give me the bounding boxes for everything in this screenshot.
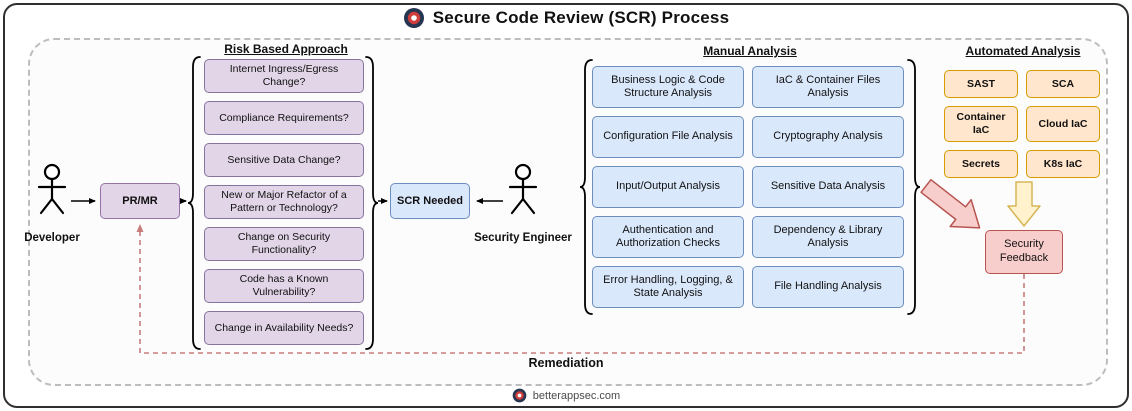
risk-item: Compliance Requirements? xyxy=(204,101,364,135)
betterappsec-logo-icon xyxy=(512,388,527,403)
security-engineer-label: Security Engineer xyxy=(474,232,572,244)
scr-needed-node: SCR Needed xyxy=(390,183,470,219)
risk-item: Change on Security Functionality? xyxy=(204,227,364,261)
betterappsec-logo-icon xyxy=(403,7,425,29)
risk-checklist: Internet Ingress/Egress Change? Complian… xyxy=(204,59,364,345)
automated-item: Container IaC xyxy=(944,106,1018,142)
diagram-border xyxy=(3,3,1129,408)
risk-item: Internet Ingress/Egress Change? xyxy=(204,59,364,93)
automated-section-title: Automated Analysis xyxy=(965,44,1081,58)
footer-site-text: betterappsec.com xyxy=(532,389,621,402)
footer: betterappsec.com xyxy=(0,388,1132,403)
page-title: Secure Code Review (SCR) Process xyxy=(432,8,730,27)
manual-item: Cryptography Analysis xyxy=(752,116,904,158)
diagram-header: Secure Code Review (SCR) Process xyxy=(0,7,1132,29)
manual-item: Sensitive Data Analysis xyxy=(752,166,904,208)
manual-section-title: Manual Analysis xyxy=(703,44,797,58)
remediation-label: Remediation xyxy=(528,356,604,370)
manual-item: IaC & Container Files Analysis xyxy=(752,66,904,108)
automated-analysis-grid: SAST SCA Container IaC Cloud IaC Secrets… xyxy=(944,70,1100,178)
risk-item: Sensitive Data Change? xyxy=(204,143,364,177)
manual-item: Business Logic & Code Structure Analysis xyxy=(592,66,744,108)
automated-item: K8s IaC xyxy=(1026,150,1100,178)
manual-item: Configuration File Analysis xyxy=(592,116,744,158)
manual-item: Authentication and Authorization Checks xyxy=(592,216,744,258)
manual-item: Input/Output Analysis xyxy=(592,166,744,208)
risk-item: Code has a Known Vulnerability? xyxy=(204,269,364,303)
developer-label: Developer xyxy=(24,232,80,244)
manual-item: File Handling Analysis xyxy=(752,266,904,308)
manual-column-1: Business Logic & Code Structure Analysis… xyxy=(592,66,744,308)
manual-column-2: IaC & Container Files Analysis Cryptogra… xyxy=(752,66,904,308)
automated-item: Cloud IaC xyxy=(1026,106,1100,142)
manual-item: Error Handling, Logging, & State Analysi… xyxy=(592,266,744,308)
security-feedback-node: Security Feedback xyxy=(985,230,1063,274)
automated-item: SCA xyxy=(1026,70,1100,98)
manual-analysis-grid: Business Logic & Code Structure Analysis… xyxy=(592,66,904,308)
automated-item: Secrets xyxy=(944,150,1018,178)
manual-item: Dependency & Library Analysis xyxy=(752,216,904,258)
risk-item: New or Major Refactor of a Pattern or Te… xyxy=(204,185,364,219)
automated-item: SAST xyxy=(944,70,1018,98)
risk-section-title: Risk Based Approach xyxy=(224,42,348,56)
pr-mr-node: PR/MR xyxy=(100,183,180,219)
risk-item: Change in Availability Needs? xyxy=(204,311,364,345)
